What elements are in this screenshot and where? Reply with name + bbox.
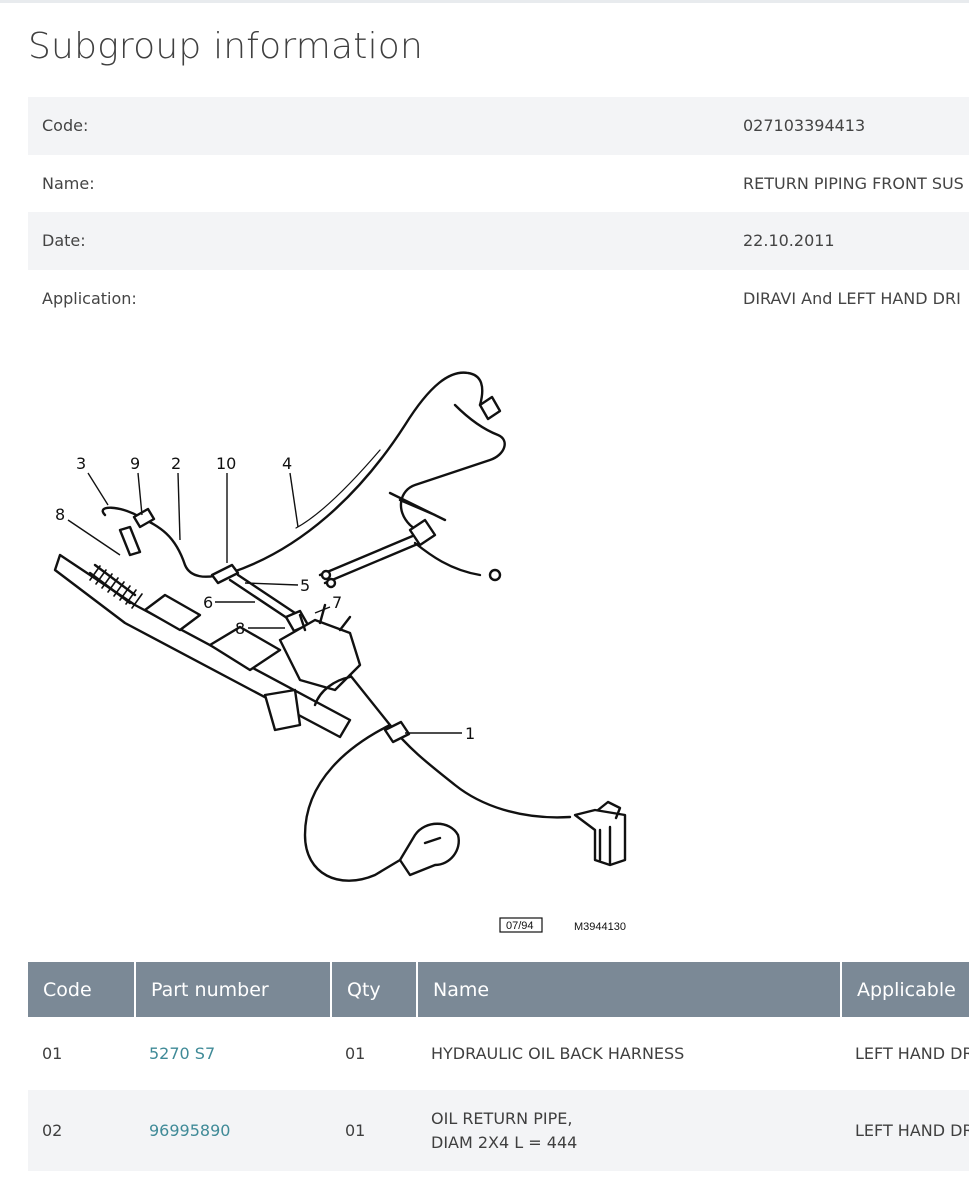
cell-name: OIL RETURN PIPE, DIAM 2X4 L = 444 [417, 1090, 841, 1171]
part-number-link[interactable]: 5270 S7 [149, 1044, 216, 1063]
info-label: Name: [42, 173, 95, 193]
cell-part-number: 96995890 [135, 1090, 331, 1171]
info-label: Code: [42, 116, 89, 136]
return-hose [228, 371, 484, 575]
info-label: Application: [42, 288, 137, 308]
cell-qty: 01 [345, 1044, 366, 1063]
info-row-code: Code: 027103394413 [28, 97, 969, 155]
cell-qty: 01 [331, 1090, 417, 1171]
page-title: Subgroup information [28, 26, 424, 67]
callout-label: 2 [171, 454, 181, 473]
part-name-line: DIAM 2X4 L = 444 [431, 1132, 578, 1152]
column-header-code[interactable]: Code [28, 962, 136, 1017]
column-header-applicable[interactable]: Applicable [841, 962, 969, 1017]
cell-code: 02 [28, 1090, 135, 1171]
parts-table-header: Code Part number Qty Name Applicable [28, 962, 969, 1017]
cell-code: 01 [42, 1044, 63, 1063]
info-value: 027103394413 [743, 116, 866, 136]
table-row: 02 96995890 01 OIL RETURN PIPE, DIAM 2X4 … [28, 1090, 969, 1171]
info-label: Date: [42, 231, 86, 251]
diagram-reference: M3944130 [574, 921, 626, 933]
parts-diagram: 3 9 2 10 4 8 5 6 7 8 1 07/94 M3944130 [50, 365, 650, 940]
diagram-date-stamp: 07/94 [506, 920, 534, 932]
callout-label: 10 [216, 454, 236, 473]
info-value: DIRAVI And LEFT HAND DRI [743, 288, 961, 308]
callout-label: 7 [332, 593, 342, 612]
cell-name: HYDRAULIC OIL BACK HARNESS [417, 1017, 841, 1090]
info-row-name: Name: RETURN PIPING FRONT SUS [28, 155, 969, 213]
info-row-application: Application: DIRAVI And LEFT HAND DRI [28, 270, 969, 328]
cell-applicable: LEFT HAND DR [841, 1090, 969, 1171]
callout-label: 8 [235, 619, 245, 638]
top-divider [0, 0, 969, 3]
cell-part-number: 5270 S7 [135, 1017, 331, 1090]
info-row-date: Date: 22.10.2011 [28, 212, 969, 270]
info-value: RETURN PIPING FRONT SUS [743, 173, 964, 193]
column-header-name[interactable]: Name [417, 962, 842, 1017]
part-name-line: OIL RETURN PIPE, [431, 1108, 573, 1128]
callout-label: 3 [76, 454, 86, 473]
part-number-link[interactable]: 96995890 [149, 1121, 231, 1140]
callout-label: 8 [55, 505, 65, 524]
return-pipe [101, 506, 227, 578]
callout-label: 9 [130, 454, 140, 473]
parts-table: Code Part number Qty Name Applicable 01 … [28, 962, 969, 1171]
callout-label: 4 [282, 454, 292, 473]
callout-label: 6 [203, 593, 213, 612]
table-row: 01 5270 S7 01 HYDRAULIC OIL BACK HARNESS… [28, 1017, 969, 1090]
part-name-line: HYDRAULIC OIL BACK HARNESS [431, 1043, 685, 1063]
info-value: 22.10.2011 [743, 231, 835, 251]
callout-label: 5 [300, 576, 310, 595]
column-header-part-number[interactable]: Part number [135, 962, 332, 1017]
callout-label: 1 [465, 724, 475, 743]
subgroup-info-table: Code: 027103394413 Name: RETURN PIPING F… [28, 97, 969, 327]
parts-diagram-drawing: 3 9 2 10 4 8 5 6 7 8 1 07/94 M3944130 [53, 371, 627, 933]
column-header-qty[interactable]: Qty [331, 962, 418, 1017]
cell-applicable: LEFT HAND DR [855, 1044, 969, 1063]
